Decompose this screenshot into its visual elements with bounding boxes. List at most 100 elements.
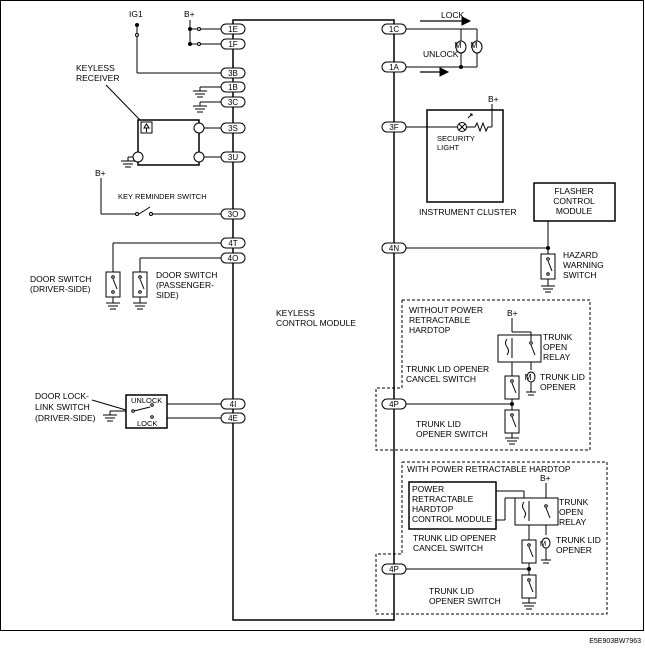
flasher-label-2: CONTROL xyxy=(553,196,595,206)
keyless-receiver-label-1: KEYLESS xyxy=(76,63,115,73)
opener-switch-a-label-2: OPENER SWITCH xyxy=(416,429,488,439)
pin-1a-shape xyxy=(382,62,406,72)
pin-3o-shape xyxy=(221,209,245,219)
cancel-a-label-2: CANCEL SWITCH xyxy=(406,374,476,384)
pin-1e-shape xyxy=(221,24,245,34)
door-passenger-label-2: (PASSENGER- xyxy=(156,280,214,290)
pin-1f-shape xyxy=(221,39,245,49)
motor-label-2: M xyxy=(470,40,477,50)
prh-module-label-4: CONTROL MODULE xyxy=(412,514,492,524)
bplus-label-key: B+ xyxy=(95,168,106,178)
opener-switch-b-label-1: TRUNK LID xyxy=(429,586,474,596)
bplus-label-cluster: B+ xyxy=(488,94,499,104)
without-group-label-2: RETRACTABLE xyxy=(409,315,471,325)
door-lock-link-label-2: LINK SWITCH xyxy=(35,402,90,412)
opener-switch-a-label-1: TRUNK LID xyxy=(416,419,461,429)
keyless-receiver-label-2: RECEIVER xyxy=(76,73,119,83)
pin-4p-b: 4P xyxy=(389,565,399,574)
pin-4e-shape xyxy=(221,413,245,423)
flasher-control-module xyxy=(406,183,615,254)
pin-4i: 4I xyxy=(230,400,237,409)
hazard-warning-switch xyxy=(541,254,555,292)
pin-3s: 3S xyxy=(228,124,238,133)
opener-b-label-1: TRUNK LID xyxy=(556,535,601,545)
pin-1c-shape xyxy=(382,24,406,34)
door-switch-passenger xyxy=(133,258,221,309)
bplus-label-relay-a: B+ xyxy=(507,308,518,318)
relay-a-label-1: TRUNK xyxy=(543,332,573,342)
pin-4p-b-shape xyxy=(382,564,406,574)
lock-arrow-label: LOCK xyxy=(441,10,464,20)
pin-3u-shape xyxy=(221,152,245,162)
lock-link-lock-label: LOCK xyxy=(137,419,157,428)
door-passenger-label-1: DOOR SWITCH xyxy=(156,270,217,280)
with-group-label: WITH POWER RETRACTABLE HARDTOP xyxy=(407,464,571,474)
key-reminder-label: KEY REMINDER SWITCH xyxy=(118,192,207,201)
module-title-line2: CONTROL MODULE xyxy=(276,318,356,328)
opener-switch-b-label-2: OPENER SWITCH xyxy=(429,596,501,606)
opener-a-label-1: TRUNK LID xyxy=(540,372,585,382)
cancel-b-label-1: TRUNK LID OPENER xyxy=(413,533,496,543)
door-lock-link-switch xyxy=(92,395,221,428)
pin-3o: 3O xyxy=(228,210,239,219)
pin-1b: 1B xyxy=(228,83,238,92)
without-group-label-1: WITHOUT POWER xyxy=(409,305,483,315)
bplus-label-top: B+ xyxy=(184,9,195,19)
motor-b-label: M xyxy=(540,539,546,548)
pin-3c: 3C xyxy=(228,98,238,107)
pin-4o-shape xyxy=(221,253,245,263)
diagram-frame xyxy=(1,1,644,631)
pin-4t-shape xyxy=(221,238,245,248)
ig1-supply xyxy=(136,24,222,74)
pin-3f: 3F xyxy=(389,123,398,132)
motor-label-1: M xyxy=(454,40,461,50)
figure-code: E5E903BW7963 xyxy=(589,638,641,645)
group-without-prh xyxy=(376,300,590,450)
pin-3b-shape xyxy=(221,68,245,78)
pin-1f: 1F xyxy=(228,40,237,49)
opener-switch-a xyxy=(505,410,519,444)
door-lock-actuators xyxy=(406,17,482,76)
pin-4i-shape xyxy=(221,399,245,409)
ig1-label: IG1 xyxy=(129,9,143,19)
relay-b-label-2: OPEN xyxy=(559,507,583,517)
pin-3c-shape xyxy=(221,97,245,107)
opener-switch-b xyxy=(522,575,536,609)
pin-1a: 1A xyxy=(389,63,399,72)
unlock-arrow-label: UNLOCK xyxy=(423,49,459,59)
prh-module-label-3: HARDTOP xyxy=(412,504,454,514)
instrument-cluster xyxy=(406,104,503,202)
opener-b-label-2: OPENER xyxy=(556,545,592,555)
motor-a-label: M xyxy=(524,372,531,382)
pin-4n-shape xyxy=(382,243,406,253)
flasher-label-1: FLASHER xyxy=(554,186,593,196)
door-lock-link-label-3: (DRIVER-SIDE) xyxy=(35,413,96,423)
pin-4p-a: 4P xyxy=(389,400,399,409)
pin-3b: 3B xyxy=(228,69,238,78)
cancel-a-label-1: TRUNK LID OPENER xyxy=(406,364,489,374)
door-driver-label-2: (DRIVER-SIDE) xyxy=(30,284,91,294)
pin-1b-shape xyxy=(221,82,245,92)
security-light-label-1: SECURITY xyxy=(437,134,475,143)
pin-1c: 1C xyxy=(389,25,399,34)
hazard-label-3: SWITCH xyxy=(563,270,597,280)
trunk-open-relay-a xyxy=(498,318,541,395)
group-with-prh xyxy=(376,462,607,614)
door-driver-label-1: DOOR SWITCH xyxy=(30,274,91,284)
pin-3f-shape xyxy=(382,122,406,132)
relay-a-label-3: RELAY xyxy=(543,352,571,362)
cancel-b-label-2: CANCEL SWITCH xyxy=(413,543,483,553)
pin-3u: 3U xyxy=(228,153,238,162)
key-reminder-switch xyxy=(101,178,221,216)
pin-4e: 4E xyxy=(228,414,238,423)
module-title-line1: KEYLESS xyxy=(276,308,315,318)
bplus-1e-1f-wiring xyxy=(189,20,222,46)
hazard-label-1: HAZARD xyxy=(563,250,598,260)
lock-link-unlock-label: UNLOCK xyxy=(131,396,162,405)
ground-1b-3c xyxy=(193,87,221,112)
instrument-cluster-label: INSTRUMENT CLUSTER xyxy=(419,207,517,217)
pin-4o: 4O xyxy=(228,254,239,263)
door-passenger-label-3: SIDE) xyxy=(156,290,179,300)
pin-3s-shape xyxy=(221,123,245,133)
